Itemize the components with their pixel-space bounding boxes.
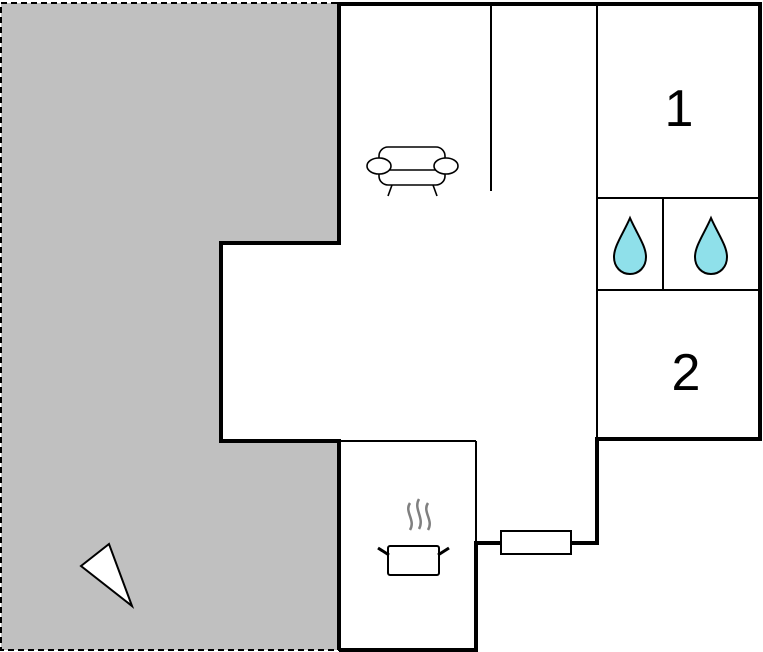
- interior-walls: [339, 4, 760, 543]
- door-icon: [500, 530, 572, 555]
- sofa-icon: [366, 146, 459, 197]
- compass-north-icon: [79, 542, 135, 609]
- bedroom-2-label: 2: [672, 344, 701, 402]
- cooking-pot-icon: [377, 498, 450, 576]
- bedroom-1-label: 1: [665, 80, 694, 138]
- water-drop-icon: [693, 215, 729, 276]
- exterior-walls: [219, 2, 762, 652]
- water-drop-icon: [612, 215, 648, 276]
- house-interior: [221, 4, 760, 650]
